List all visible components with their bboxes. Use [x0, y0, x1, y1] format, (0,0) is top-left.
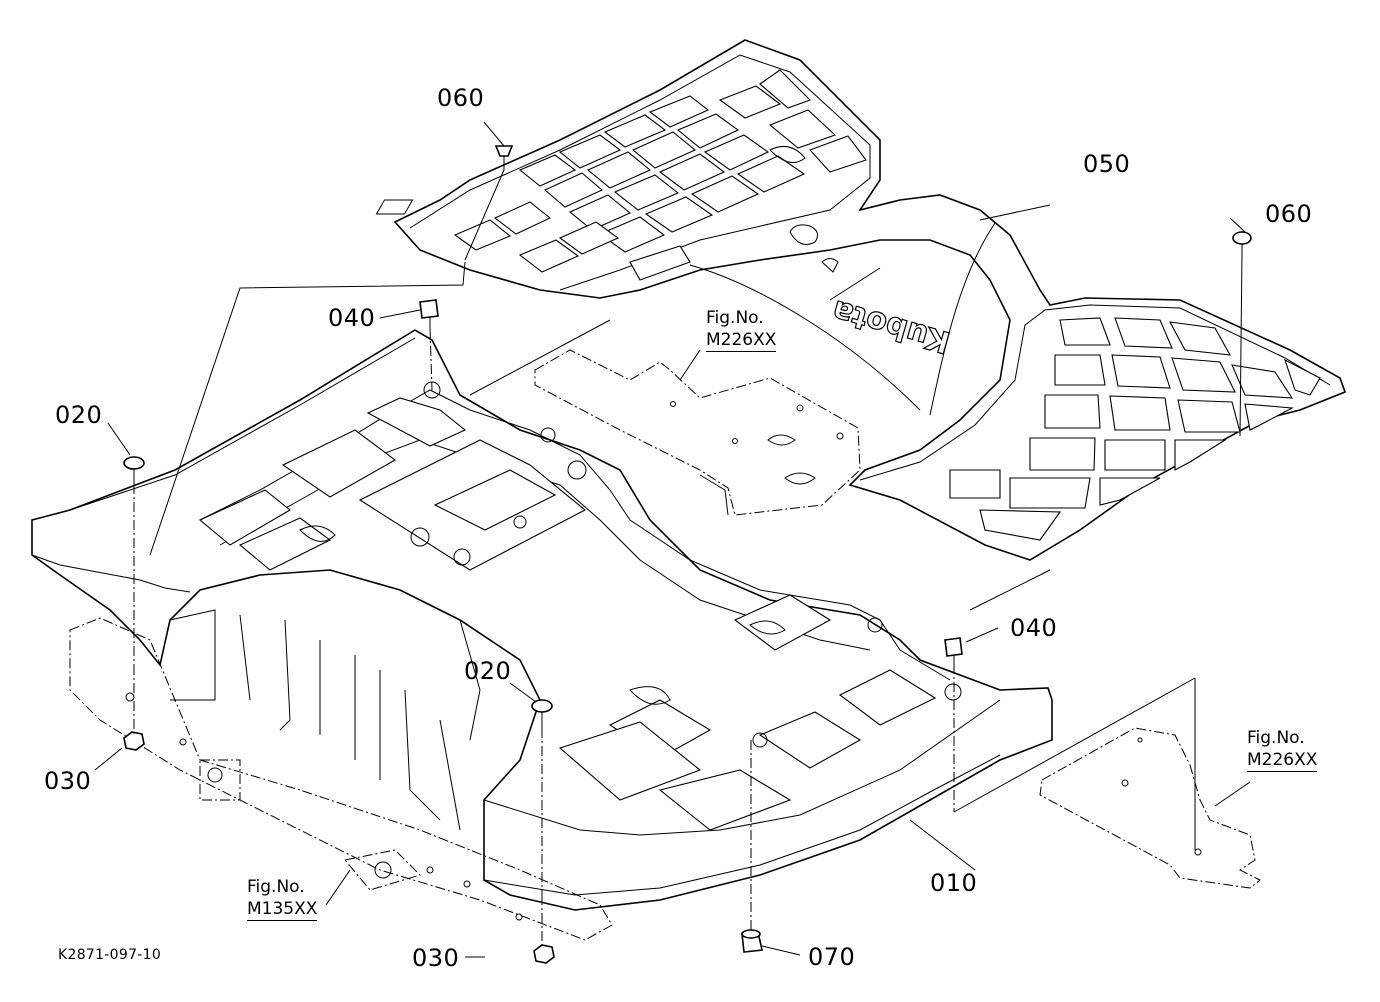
- bolt-040-right: [944, 637, 963, 664]
- bolt-040-top: [419, 299, 439, 328]
- bolt-060-right: [1232, 231, 1252, 252]
- callout-060-top: 060: [437, 84, 485, 112]
- callout-020-left: 020: [55, 401, 103, 429]
- drawing-code: K2871-097-10: [58, 947, 162, 963]
- bolt-020-left: [123, 456, 145, 484]
- fig-ref-right[interactable]: Fig.No. M226XX: [1247, 727, 1318, 772]
- callout-040-top: 040: [328, 304, 376, 332]
- mat-logo-text: Kubota: [828, 293, 954, 360]
- floor-panel-010: [31, 329, 1053, 911]
- fig-ref-right-label: Fig.No.: [1247, 728, 1305, 748]
- fig-ref-bottom-left[interactable]: Fig.No. M135XX: [247, 876, 318, 921]
- fig-ref-right-number: M226XX: [1247, 750, 1318, 772]
- bolt-060-top: [494, 145, 514, 170]
- nut-030-left: [123, 731, 145, 751]
- callout-040-right: 040: [1010, 614, 1058, 642]
- callout-020-mid: 020: [464, 657, 512, 685]
- callout-030-left: 030: [44, 767, 92, 795]
- fig-ref-center[interactable]: Fig.No. M226XX: [706, 307, 777, 352]
- fig-ref-bottom-left-label: Fig.No.: [247, 877, 305, 897]
- bolt-020-mid: [531, 699, 553, 728]
- right-bracket-m226xx: [1039, 727, 1261, 889]
- center-bracket-m226xx: [534, 349, 861, 516]
- front-beam-m135xx: [69, 617, 613, 941]
- nut-030-bottom: [533, 944, 555, 964]
- callout-010: 010: [930, 869, 978, 897]
- fig-ref-bottom-left-number: M135XX: [247, 899, 318, 921]
- callout-050: 050: [1083, 150, 1131, 178]
- floor-mat-050: [375, 39, 1347, 561]
- grommet-070: [741, 929, 763, 953]
- fig-ref-center-number: M226XX: [706, 330, 777, 352]
- callout-070: 070: [808, 943, 856, 971]
- callout-060-right: 060: [1265, 200, 1313, 228]
- leader-lines: [94, 121, 1251, 958]
- callout-030-bottom: 030: [412, 944, 460, 972]
- fig-ref-center-label: Fig.No.: [706, 308, 764, 328]
